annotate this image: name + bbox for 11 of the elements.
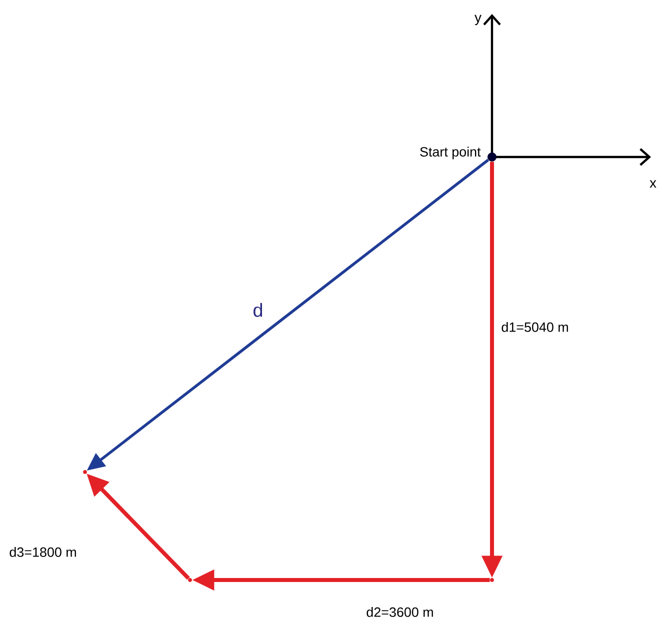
edge-label: d1=5040 m: [502, 322, 568, 332]
edge-label: d3=1800 m: [10, 547, 76, 557]
axis-label: x: [650, 180, 656, 188]
point-label: Start point: [420, 146, 481, 160]
axis-label: y: [474, 14, 482, 26]
point-dot: [488, 152, 496, 162]
edge-label: d2=3600 m: [366, 607, 433, 617]
vertex-point: [83, 470, 87, 474]
vertex-point: [490, 578, 494, 582]
edge-label: d: [254, 303, 262, 317]
vertex-point: [188, 578, 192, 582]
